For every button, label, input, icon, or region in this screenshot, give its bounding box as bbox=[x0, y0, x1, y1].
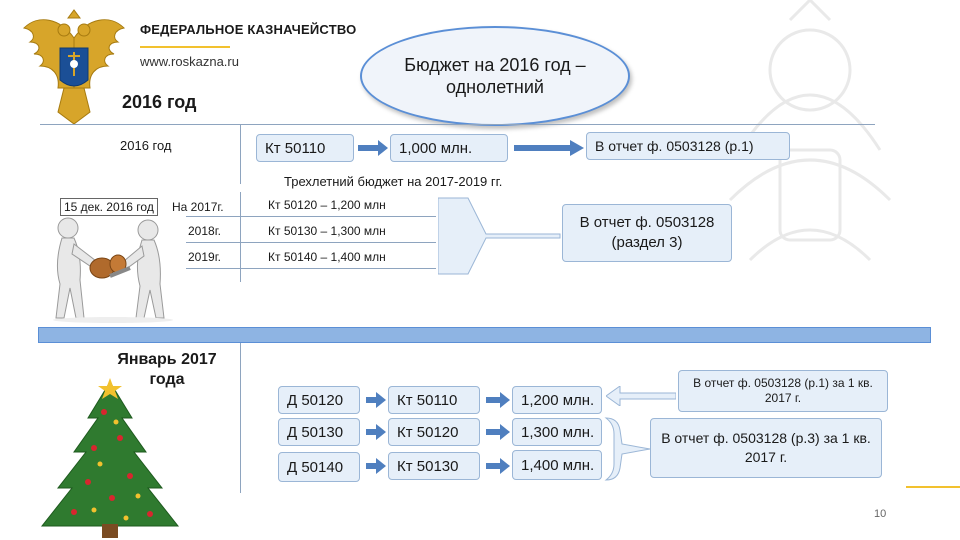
report-box-top: В отчет ф. 0503128 (р.1) bbox=[586, 132, 790, 160]
mid-year-1: На 2017г. bbox=[172, 200, 224, 214]
row-underline bbox=[186, 216, 436, 217]
arrow-icon bbox=[366, 424, 386, 440]
vertical-divider-bottom bbox=[240, 343, 241, 493]
top-divider bbox=[40, 124, 875, 125]
account-box-kt50110: Кт 50110 bbox=[256, 134, 354, 162]
report-box-section3: В отчет ф. 0503128 (раздел 3) bbox=[562, 204, 732, 262]
mid-entry-3: Кт 50140 – 1,400 млн bbox=[268, 250, 386, 264]
report-box-q1-r1: В отчет ф. 0503128 (р.1) за 1 кв. 2017 г… bbox=[678, 370, 888, 412]
org-name: ФЕДЕРАЛЬНОЕ КАЗНАЧЕЙСТВО bbox=[140, 22, 357, 37]
mid-entry-1: Кт 50120 – 1,200 млн bbox=[268, 198, 386, 212]
arrow-icon bbox=[486, 458, 510, 474]
left-arrow-icon bbox=[606, 386, 676, 406]
org-underline bbox=[140, 46, 230, 48]
page-title: Бюджет на 2016 год – однолетний bbox=[404, 55, 586, 97]
arrow-icon bbox=[358, 140, 388, 156]
row-underline bbox=[186, 242, 436, 243]
january-heading: Январь 2017 года bbox=[117, 351, 217, 388]
credit-box-3: Кт 50130 bbox=[388, 452, 480, 480]
title-oval: Бюджет на 2016 год – однолетний bbox=[360, 26, 630, 126]
org-url: www.roskazna.ru bbox=[140, 54, 239, 69]
arrow-icon bbox=[366, 392, 386, 408]
christmas-tree-illustration bbox=[40, 378, 180, 538]
amount-box-top: 1,000 млн. bbox=[390, 134, 508, 162]
top-row-label: 2016 год bbox=[120, 138, 172, 153]
debit-box-3: Д 50140 bbox=[278, 452, 360, 482]
arrow-icon bbox=[486, 392, 510, 408]
credit-box-2: Кт 50120 bbox=[388, 418, 480, 446]
debit-box-1: Д 50120 bbox=[278, 386, 360, 414]
page-number: 10 bbox=[874, 508, 887, 520]
section-divider-bar bbox=[38, 327, 931, 343]
mid-entry-2: Кт 50130 – 1,300 млн bbox=[268, 224, 386, 238]
arrow-icon bbox=[514, 140, 584, 156]
date-label: 15 дек. 2016 год bbox=[60, 198, 158, 216]
accent-line bbox=[906, 486, 960, 488]
credit-box-1: Кт 50110 bbox=[388, 386, 480, 414]
people-illustration bbox=[53, 217, 173, 323]
row-underline bbox=[186, 268, 436, 269]
year-heading: 2016 год bbox=[122, 92, 197, 112]
vertical-divider-top bbox=[240, 124, 241, 184]
brace-arrow-shape bbox=[604, 417, 651, 481]
arrow-icon bbox=[366, 458, 386, 474]
coat-of-arms-logo bbox=[22, 9, 126, 125]
debit-box-2: Д 50130 bbox=[278, 418, 360, 446]
amount-box-2: 1,300 млн. bbox=[512, 418, 602, 446]
mid-year-2: 2018г. bbox=[188, 224, 221, 238]
arrow-icon bbox=[486, 424, 510, 440]
mid-year-3: 2019г. bbox=[188, 250, 221, 264]
watermark-emblem bbox=[728, 0, 892, 262]
amount-box-1: 1,200 млн. bbox=[512, 386, 602, 414]
amount-box-3: 1,400 млн. bbox=[512, 450, 602, 480]
vertical-divider-middle bbox=[240, 192, 241, 282]
brace-arrow-shape bbox=[438, 197, 561, 275]
report-box-q1-r3: В отчет ф. 0503128 (р.3) за 1 кв. 2017 г… bbox=[650, 418, 882, 478]
three-year-subtitle: Трехлетний бюджет на 2017-2019 гг. bbox=[284, 174, 503, 189]
